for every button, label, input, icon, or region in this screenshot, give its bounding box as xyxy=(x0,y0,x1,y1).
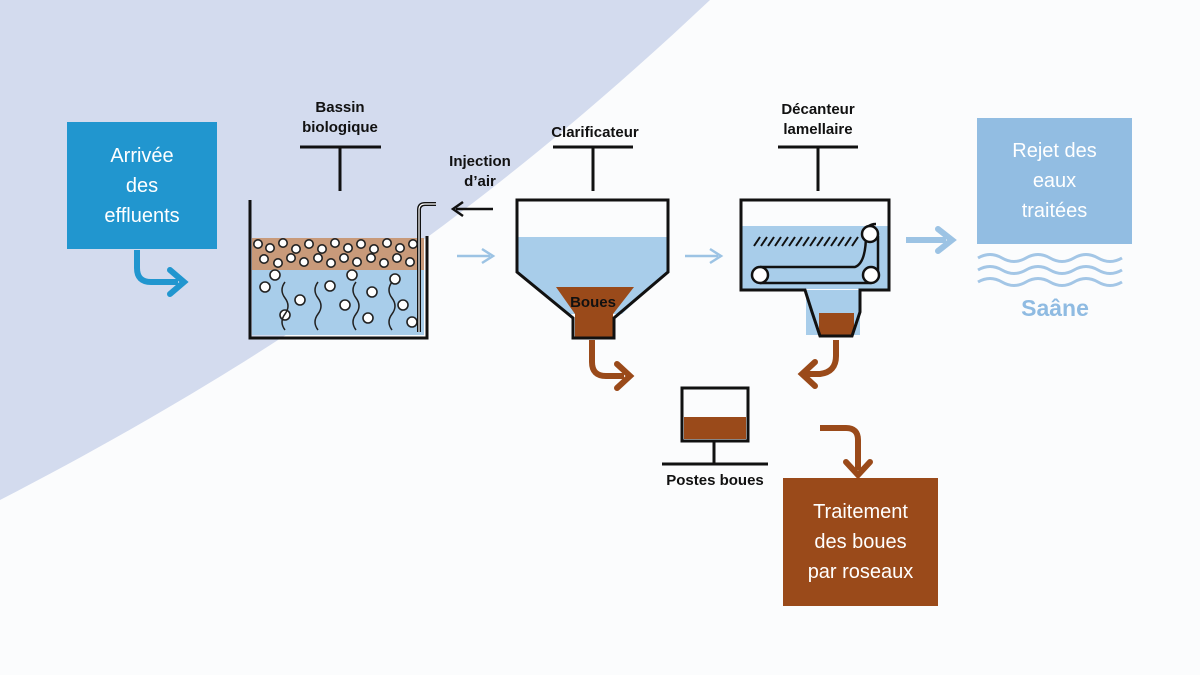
box-arrivee-effluents: Arrivée des effluents xyxy=(67,122,217,249)
sludge-arrow-decanteur xyxy=(806,340,839,377)
label-bassin-line1: Bassin xyxy=(315,99,365,116)
arrivee-line1: Arrivée xyxy=(110,144,174,167)
clarificateur xyxy=(515,145,670,340)
label-injection-line2: d’air xyxy=(464,173,496,190)
sludge-arrow-traitement xyxy=(820,425,861,470)
decanteur-lamellaire xyxy=(739,145,891,338)
rejet-line3: traitées xyxy=(1021,200,1088,222)
postes-boues-tank xyxy=(662,386,768,466)
label-decanteur-lamellaire: Décanteur lamellaire xyxy=(758,100,878,140)
arrivee-line3: effluents xyxy=(104,204,180,227)
label-postes-boues: Postes boues xyxy=(666,472,764,489)
label-clarificateur: Clarificateur xyxy=(551,124,639,141)
label-saane: Saâne xyxy=(1021,295,1089,321)
arrival-arrow xyxy=(134,250,178,285)
label-decanteur-line2: lamellaire xyxy=(783,121,853,138)
traitement-line3: par roseaux xyxy=(807,561,914,583)
rejet-line1: Rejet des xyxy=(1012,140,1097,162)
box-rejet-eaux-traitees: Rejet des eaux traitées xyxy=(977,118,1132,244)
label-decanteur-line1: Décanteur xyxy=(781,101,855,118)
bassin-biologique xyxy=(248,145,436,340)
arrivee-line2: des xyxy=(125,174,159,197)
label-injection-air: Injection d’air xyxy=(430,152,530,192)
rejet-line2: eaux xyxy=(1032,170,1077,192)
traitement-line1: Traitement xyxy=(813,501,908,523)
river-waves xyxy=(977,253,1123,287)
box-traitement-boues: Traitement des boues par roseaux xyxy=(783,478,938,606)
label-bassin-line2: biologique xyxy=(302,119,378,136)
sludge-arrow-clarificateur xyxy=(589,340,624,379)
traitement-line2: des boues xyxy=(814,531,907,553)
label-boues: Boues xyxy=(570,294,616,311)
label-injection-line1: Injection xyxy=(449,153,511,170)
label-bassin-biologique: Bassin biologique xyxy=(280,98,400,138)
